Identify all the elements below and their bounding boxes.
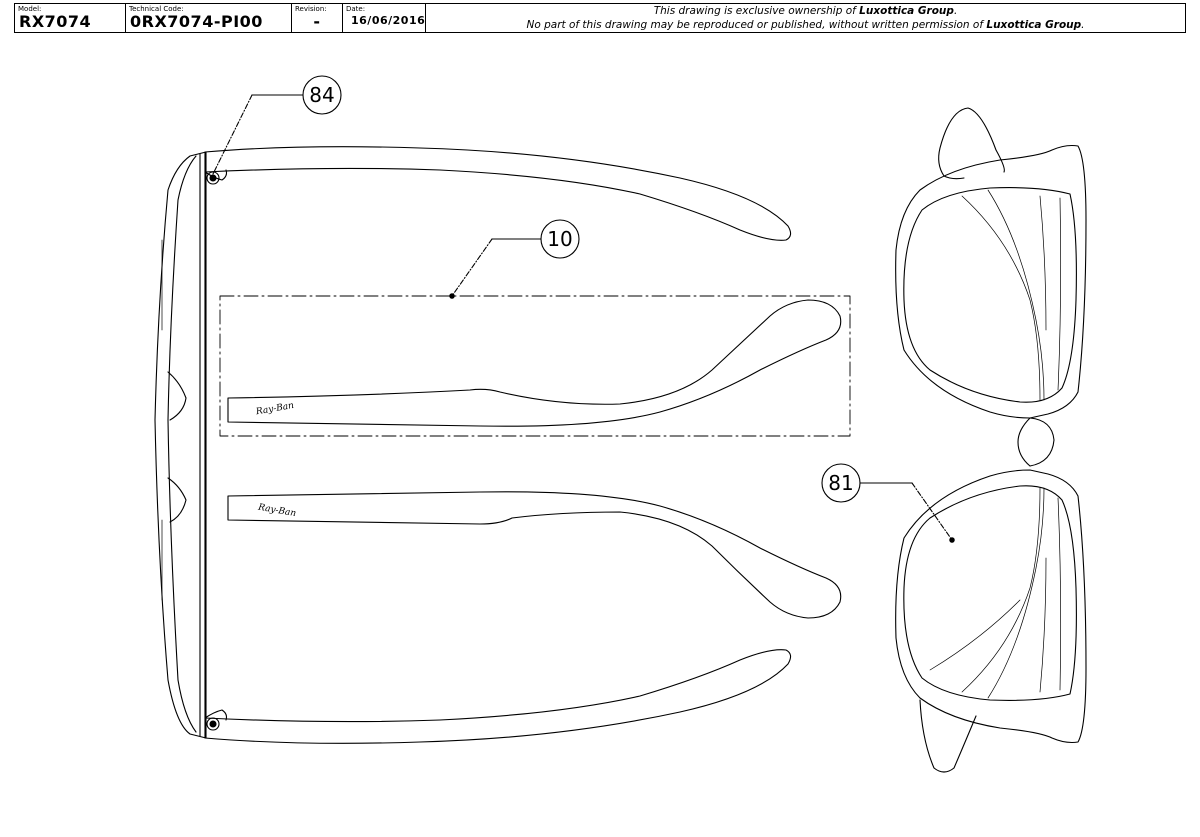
notice-line-1: This drawing is exclusive ownership of L… (653, 5, 958, 17)
date-cell: Date: 16/06/2016 (343, 4, 426, 32)
title-block: Model: RX7074 Technical Code: 0RX7074-PI… (14, 3, 1186, 33)
temple-highlight-frame (219, 295, 851, 437)
date-label: Date: (346, 5, 366, 13)
callout-10-label: 10 (547, 227, 572, 251)
frame-front-view (895, 107, 1087, 773)
lower-temple-top-view (204, 649, 792, 744)
model-value: RX7074 (19, 12, 92, 31)
model-cell: Model: RX7074 (15, 4, 126, 32)
model-label: Model: (18, 5, 42, 13)
notice-line-2: No part of this drawing may be reproduce… (526, 19, 1085, 31)
callout-84-label: 84 (309, 83, 334, 107)
revision-label: Revision: (295, 5, 327, 13)
frame-front-top-view (154, 151, 207, 739)
technical-code-label: Technical Code: (129, 5, 184, 13)
ownership-notice: This drawing is exclusive ownership of L… (426, 4, 1185, 32)
technical-code-cell: Technical Code: 0RX7074-PI00 (126, 4, 292, 32)
hinge-screw-bottom (206, 717, 220, 731)
temple-side-view: Ray-Ban (227, 491, 842, 619)
revision-value: - (313, 12, 321, 31)
ray-ban-logo-temple-outer: Ray-Ban (256, 502, 297, 519)
callout-81: 81 (821, 463, 955, 543)
callout-10: 10 (449, 219, 580, 299)
temple-side-view-highlighted: Ray-Ban (219, 295, 851, 437)
callout-81-label: 81 (828, 471, 853, 495)
ray-ban-logo-temple-inner: Ray-Ban (254, 401, 295, 418)
technical-code-value: 0RX7074-PI00 (130, 12, 263, 31)
upper-temple-top-view (204, 146, 792, 241)
callout-84: 84 (211, 75, 342, 177)
date-value: 16/06/2016 (351, 14, 426, 27)
revision-cell: Revision: - (292, 4, 343, 32)
hinge-screw-top (206, 171, 220, 185)
